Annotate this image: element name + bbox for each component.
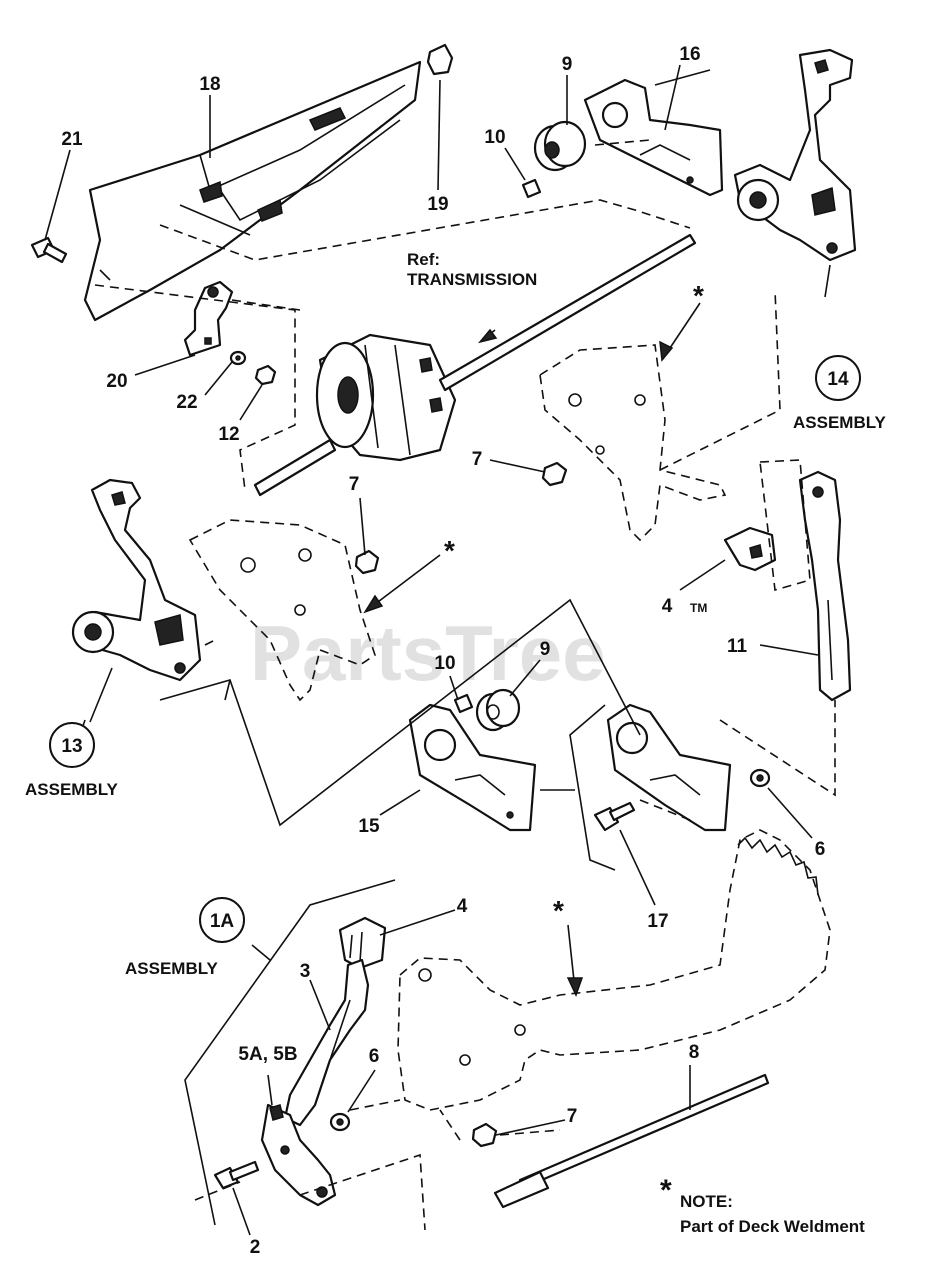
callout-16: 16: [679, 44, 700, 65]
assembly-13-id: 13: [61, 736, 82, 757]
dashed-guide-lines: [94, 139, 836, 1231]
callout-5a-5b: 5A, 5B: [238, 1044, 297, 1065]
callout-7-middle: 7: [349, 474, 360, 495]
part-plate-right: [606, 703, 732, 832]
ref-label: Ref:: [407, 250, 440, 269]
part-11-link: [798, 470, 852, 702]
part-18-housing: [83, 60, 422, 322]
callout-2: 2: [250, 1237, 261, 1258]
callout-11: 11: [727, 636, 748, 657]
part-9-bushing-top: [533, 120, 587, 172]
star-markers: * * *: [444, 280, 704, 926]
part-22-washer: [229, 350, 247, 366]
callout-4-lower: 4: [457, 896, 468, 917]
part-15-plate: [408, 703, 537, 832]
ref-value: TRANSMISSION: [407, 270, 537, 289]
assembly-14-id: 14: [827, 369, 849, 390]
part-2-bolt: [213, 1160, 260, 1190]
callout-10-top: 10: [484, 127, 505, 148]
callout-numbers: 18 21 19 9 16 10 20 22 12 7 7 4 11 13 10…: [61, 44, 825, 1258]
assembly-bracket-lines: [159, 69, 711, 1226]
note-title: NOTE:: [680, 1192, 733, 1211]
part-7-nut-upper: [541, 461, 568, 487]
part-9-bushing-middle: [475, 688, 521, 732]
part-4-grip-right: [723, 526, 777, 572]
callout-7-upper: 7: [472, 449, 483, 470]
assembly-1a-label: ASSEMBLY: [125, 959, 219, 978]
callout-21: 21: [61, 129, 83, 150]
deck-weldment-upper: [539, 344, 727, 542]
transmission: [253, 233, 697, 497]
callout-12: 12: [218, 424, 239, 445]
assembly-13-label: ASSEMBLY: [25, 780, 119, 799]
part-7-nut-middle: [354, 549, 380, 575]
assembly-13: 13 ASSEMBLY: [25, 722, 119, 799]
part-20-bracket: [183, 280, 234, 357]
part-10-bolt-middle: [453, 693, 474, 714]
note-text: Part of Deck Weldment: [680, 1217, 865, 1236]
part-12-nut: [254, 364, 277, 386]
star-middle: *: [444, 535, 455, 566]
part-4-grip-lower: [338, 916, 387, 970]
assembly-14: 14 ASSEMBLY: [793, 355, 887, 432]
star-upper: *: [693, 280, 704, 311]
callout-7-lower: 7: [567, 1106, 578, 1127]
callout-10-middle: 10: [434, 653, 455, 674]
callout-3: 3: [300, 961, 311, 982]
deck-weldment-lower: [397, 829, 831, 1111]
callout-4-right: 4: [662, 596, 673, 617]
part-21-bolt: [30, 236, 68, 264]
part-17-bolt: [593, 801, 636, 832]
part-10-bolt-top: [521, 178, 542, 199]
callout-18: 18: [199, 74, 220, 95]
part-13-lever-assembly: [71, 478, 202, 682]
note-block: * NOTE: Part of Deck Weldment: [660, 1174, 865, 1236]
star-lower: *: [553, 895, 564, 926]
note-star: *: [660, 1174, 672, 1207]
part-14-lever-assembly: [733, 48, 857, 262]
part-6-washer-right: [749, 768, 771, 788]
watermark: PartsTree: [250, 609, 606, 697]
part-19-clip: [426, 43, 454, 76]
callout-9-middle: 9: [540, 639, 551, 660]
callout-17: 17: [647, 911, 668, 932]
callout-15: 15: [358, 816, 380, 837]
assembly-1a-id: 1A: [210, 911, 235, 932]
callout-6-lower: 6: [369, 1046, 380, 1067]
part-5a-5b-bracket: [260, 1103, 337, 1207]
part-16-plate: [583, 78, 724, 197]
part-3-lever-arm: [283, 958, 370, 1127]
callout-19: 19: [427, 194, 448, 215]
part-7-nut-lower: [471, 1122, 498, 1148]
callout-9-top: 9: [562, 54, 573, 75]
star-arrows: [363, 302, 701, 997]
callout-8: 8: [689, 1042, 700, 1063]
part-6-washer-lower: [329, 1112, 351, 1132]
callout-22: 22: [176, 392, 197, 413]
leader-lines: [44, 64, 831, 1236]
callout-6-right: 6: [815, 839, 826, 860]
watermark-tm: TM: [690, 601, 707, 615]
callout-20: 20: [106, 371, 127, 392]
part-8-rod: [493, 1073, 770, 1209]
deck-weldment-middle: [188, 519, 376, 702]
assembly-1a: 1A ASSEMBLY: [125, 897, 245, 978]
assembly-14-label: ASSEMBLY: [793, 413, 887, 432]
